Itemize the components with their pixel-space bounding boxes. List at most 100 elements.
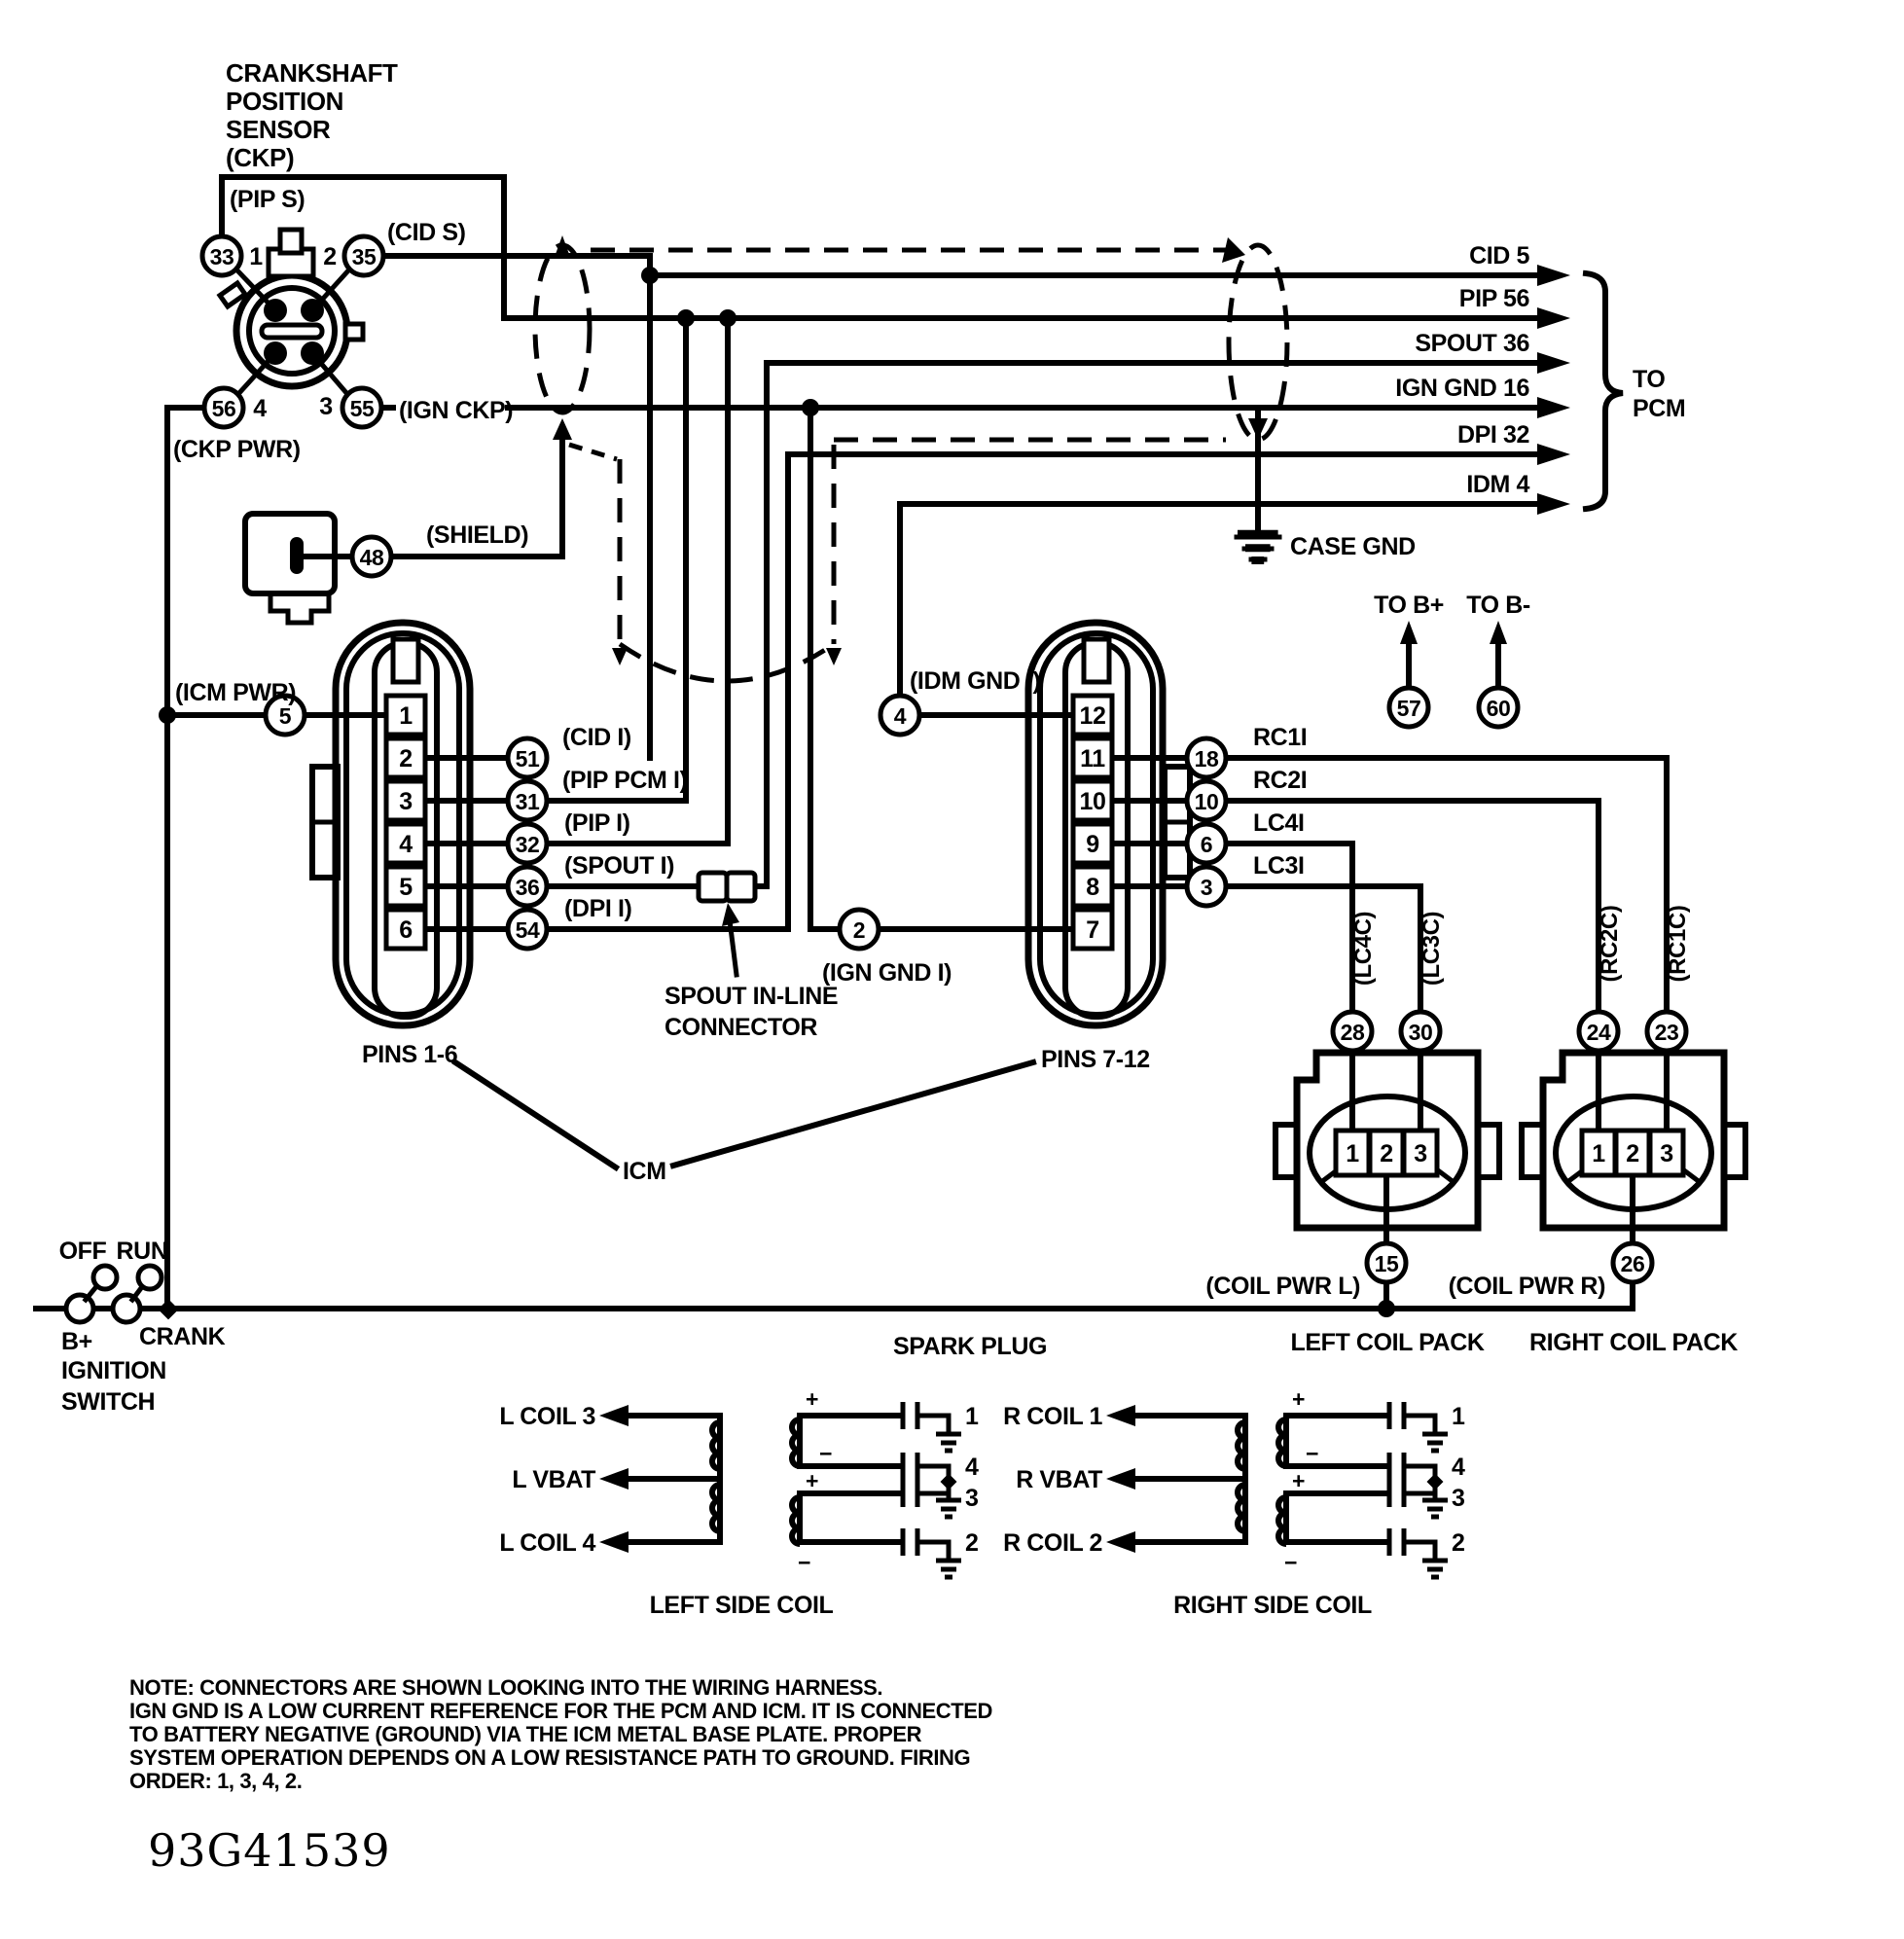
spout-i-label: (SPOUT I): [564, 852, 674, 880]
callout-56: [201, 385, 246, 430]
to-b-minus-label: TO B-: [1466, 592, 1530, 619]
icm-pwr-label: (ICM PWR): [175, 679, 296, 706]
conn-a-pin-6: 6: [399, 916, 413, 944]
l-vbat-label: L VBAT: [512, 1466, 595, 1493]
conn-a-pin-3: 3: [399, 788, 413, 815]
conn-b-pin-11: 11: [1080, 745, 1105, 772]
conn-b-pin-8: 8: [1086, 874, 1099, 901]
callout-4-number: 4: [894, 703, 907, 729]
callout-10-number: 10: [1195, 789, 1219, 814]
note-block: NOTE: CONNECTORS ARE SHOWN LOOKING INTO …: [129, 1675, 992, 1793]
rc1i-label: RC1I: [1253, 724, 1307, 751]
ign-ckp-label: (IGN CKP): [399, 397, 513, 424]
icm-pointer: PINS 1-6 ICM PINS 7-12: [362, 1041, 1150, 1185]
callout-31: [505, 778, 550, 823]
ignition-label-1: IGNITION: [61, 1357, 166, 1384]
r-vbat-label: R VBAT: [1016, 1466, 1102, 1493]
conn-b-pin-7: 7: [1086, 916, 1099, 944]
spout-connector-label-2: CONNECTOR: [665, 1014, 817, 1041]
callout-30-number: 30: [1409, 1020, 1433, 1045]
pins-1-6-label: PINS 1-6: [362, 1041, 457, 1068]
rc1c-label: (RC1C): [1665, 906, 1691, 983]
callout-33: [199, 233, 244, 278]
ckp-pin1: 1: [249, 243, 263, 270]
to-b-plus-label: TO B+: [1374, 592, 1444, 619]
callout-51-number: 51: [516, 746, 540, 772]
pcm-brace: [1582, 269, 1624, 513]
to-pcm-label-1: TO: [1633, 366, 1665, 393]
conn-a-pin-1: 1: [399, 702, 413, 730]
crank-label: CRANK: [139, 1323, 226, 1350]
callout-36: [505, 864, 550, 909]
right-side-coil: R COIL 1 R VBAT R COIL 2 + − + − 1 4 3 2: [1003, 1386, 1465, 1619]
callout-54: [505, 907, 550, 952]
pins-7-12-label: PINS 7-12: [1041, 1046, 1150, 1073]
rc2i-label: RC2I: [1253, 767, 1307, 794]
callout-36-number: 36: [516, 875, 540, 900]
callout-2-number: 2: [853, 917, 865, 943]
spark-plug-section: SPARK PLUG L COIL 3 L VBAT L COIL 4 + − …: [499, 1333, 1465, 1619]
coil-pwr-r-label: (COIL PWR R): [1449, 1273, 1605, 1300]
ckp-left-nub: [216, 279, 249, 310]
battery-taps: TO B+ TO B- 57 60: [1374, 592, 1530, 730]
ckp-title-3: SENSOR: [226, 115, 331, 144]
callout-3-number: 3: [1201, 875, 1212, 900]
callout-57-number: 57: [1397, 696, 1421, 721]
callout-2: [837, 907, 881, 952]
junction-dots: [158, 267, 1395, 1320]
spout-inline-connector: SPOUT IN-LINE CONNECTOR: [665, 870, 839, 1041]
conn-a-pin-5: 5: [399, 874, 413, 901]
left-coil-minus-2: −: [798, 1550, 810, 1575]
pcm-igngnd-label: IGN GND 16: [1395, 375, 1529, 402]
right-plug-4: 4: [1452, 1454, 1465, 1481]
left-pack-pin-2: 2: [1380, 1140, 1393, 1167]
callout-55: [340, 385, 384, 430]
callout-33-number: 33: [210, 244, 234, 269]
ckp-side-tab: [342, 321, 366, 342]
callout-5: [263, 693, 307, 737]
ign-gnd-i-label: (IGN GND I): [822, 959, 952, 987]
note-line-1: NOTE: CONNECTORS ARE SHOWN LOOKING INTO …: [129, 1675, 882, 1700]
callout-57: [1386, 685, 1431, 730]
r-coil-1-label: R COIL 1: [1003, 1403, 1102, 1430]
ckp-title-4: (CKP): [226, 143, 294, 172]
callout-4: [878, 693, 922, 737]
conn-a-pin-2: 2: [399, 745, 413, 772]
connector-a-keyway: [390, 636, 421, 685]
right-plug-3: 3: [1452, 1485, 1465, 1512]
callout-55-number: 55: [350, 396, 375, 421]
l-coil-3-label: L COIL 3: [499, 1403, 595, 1430]
spout-connector-label-1: SPOUT IN-LINE: [665, 983, 838, 1010]
figure-id: 93G41539: [148, 1824, 391, 1877]
callout-60-number: 60: [1487, 696, 1511, 721]
ignition-switch: OFF RUN B+ CRANK IGNITION SWITCH: [59, 1238, 226, 1416]
switch-contact-crank: [110, 1292, 143, 1325]
callout-15-number: 15: [1375, 1251, 1399, 1276]
ckp-sensor: CRANKSHAFT POSITION SENSOR (CKP) 33 35 5…: [173, 58, 514, 463]
ckp-center-slot: [259, 322, 325, 341]
b-plus-label: B+: [61, 1328, 92, 1355]
callout-18: [1184, 736, 1229, 780]
shield-connector: 48 (SHIELD): [242, 511, 529, 626]
callout-54-number: 54: [516, 917, 540, 943]
callout-26-number: 26: [1621, 1251, 1645, 1276]
note-line-5: ORDER: 1, 3, 4, 2.: [129, 1769, 302, 1793]
case-gnd-label: CASE GND: [1290, 533, 1416, 560]
note-line-4: SYSTEM OPERATION DEPENDS ON A LOW RESIST…: [129, 1745, 970, 1770]
lc4c-label: (LC4C): [1350, 912, 1377, 986]
icm-label: ICM: [623, 1158, 666, 1185]
callout-56-number: 56: [212, 396, 236, 421]
pcm-pip-label: PIP 56: [1459, 285, 1529, 312]
lc4i-label: LC4I: [1253, 809, 1305, 837]
left-side-coil: L COIL 3 L VBAT L COIL 4 + − + − 1 4 3: [499, 1386, 979, 1619]
run-label: RUN: [117, 1238, 168, 1265]
coil-pwr-l-label: (COIL PWR L): [1205, 1273, 1360, 1300]
callout-31-number: 31: [516, 789, 540, 814]
callout-32-number: 32: [516, 832, 540, 857]
left-coil-plus-2: +: [806, 1468, 818, 1493]
l-coil-4-label: L COIL 4: [499, 1529, 595, 1557]
callout-10: [1184, 778, 1229, 823]
pcm-outputs: CID 5 PIP 56 SPOUT 36 IGN GND 16 DPI 32 …: [1237, 242, 1686, 560]
callout-48: [349, 534, 394, 579]
